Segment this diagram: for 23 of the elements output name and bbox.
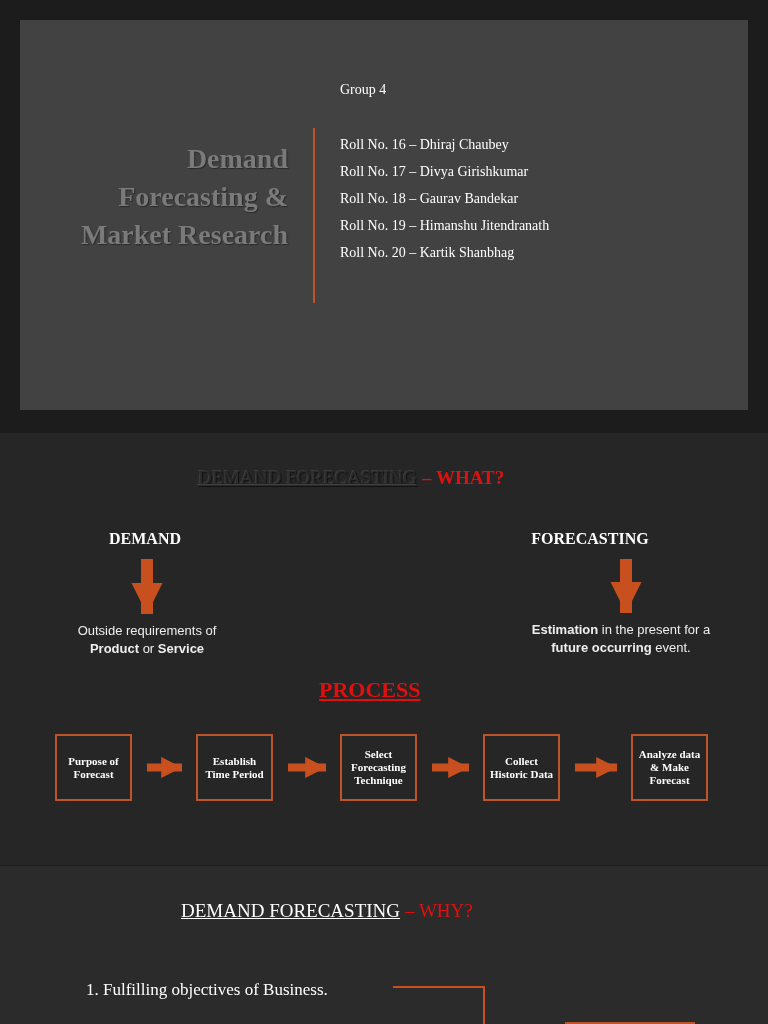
slide-title: Demand Forecasting & Market Research bbox=[79, 142, 288, 252]
member-name: Roll No. 16 – Dhiraj Chaubey bbox=[340, 137, 510, 153]
process-box: Purpose of Forecast bbox=[55, 734, 132, 801]
process-box: Establish Time Period bbox=[196, 734, 273, 801]
definition-text: Outside requirements of Product or Service bbox=[62, 622, 232, 658]
process-box: Analyze data & Make Forecast bbox=[631, 734, 708, 801]
process-box: Collect Historic Data bbox=[483, 734, 560, 801]
member-name: Roll No. 19 – Himanshu Jitendranath bbox=[340, 218, 551, 234]
definition-text: Estimation in the present for a future occurring event. bbox=[521, 621, 721, 659]
list-item: 1. Fulfilling objectives of Business. bbox=[86, 978, 386, 1002]
process-box: Select Forecasting Technique bbox=[340, 734, 417, 801]
section-heading: – WHY? bbox=[405, 900, 473, 922]
section-heading: – WHAT? bbox=[422, 467, 505, 489]
term-heading: FORECASTING bbox=[510, 529, 670, 549]
section-heading: DEMAND FORECASTING bbox=[181, 900, 401, 922]
term-heading: DEMAND bbox=[95, 529, 195, 549]
group-label: Group 4 bbox=[340, 82, 388, 98]
member-name: Roll No. 18 – Gaurav Bandekar bbox=[340, 191, 520, 207]
section-heading: PROCESS bbox=[319, 677, 421, 703]
arrow bbox=[131, 559, 163, 614]
member-name: Roll No. 20 – Kartik Shanbhag bbox=[340, 245, 516, 261]
arrow bbox=[610, 559, 642, 613]
member-name: Roll No. 17 – Divya Girishkumar bbox=[340, 164, 530, 180]
